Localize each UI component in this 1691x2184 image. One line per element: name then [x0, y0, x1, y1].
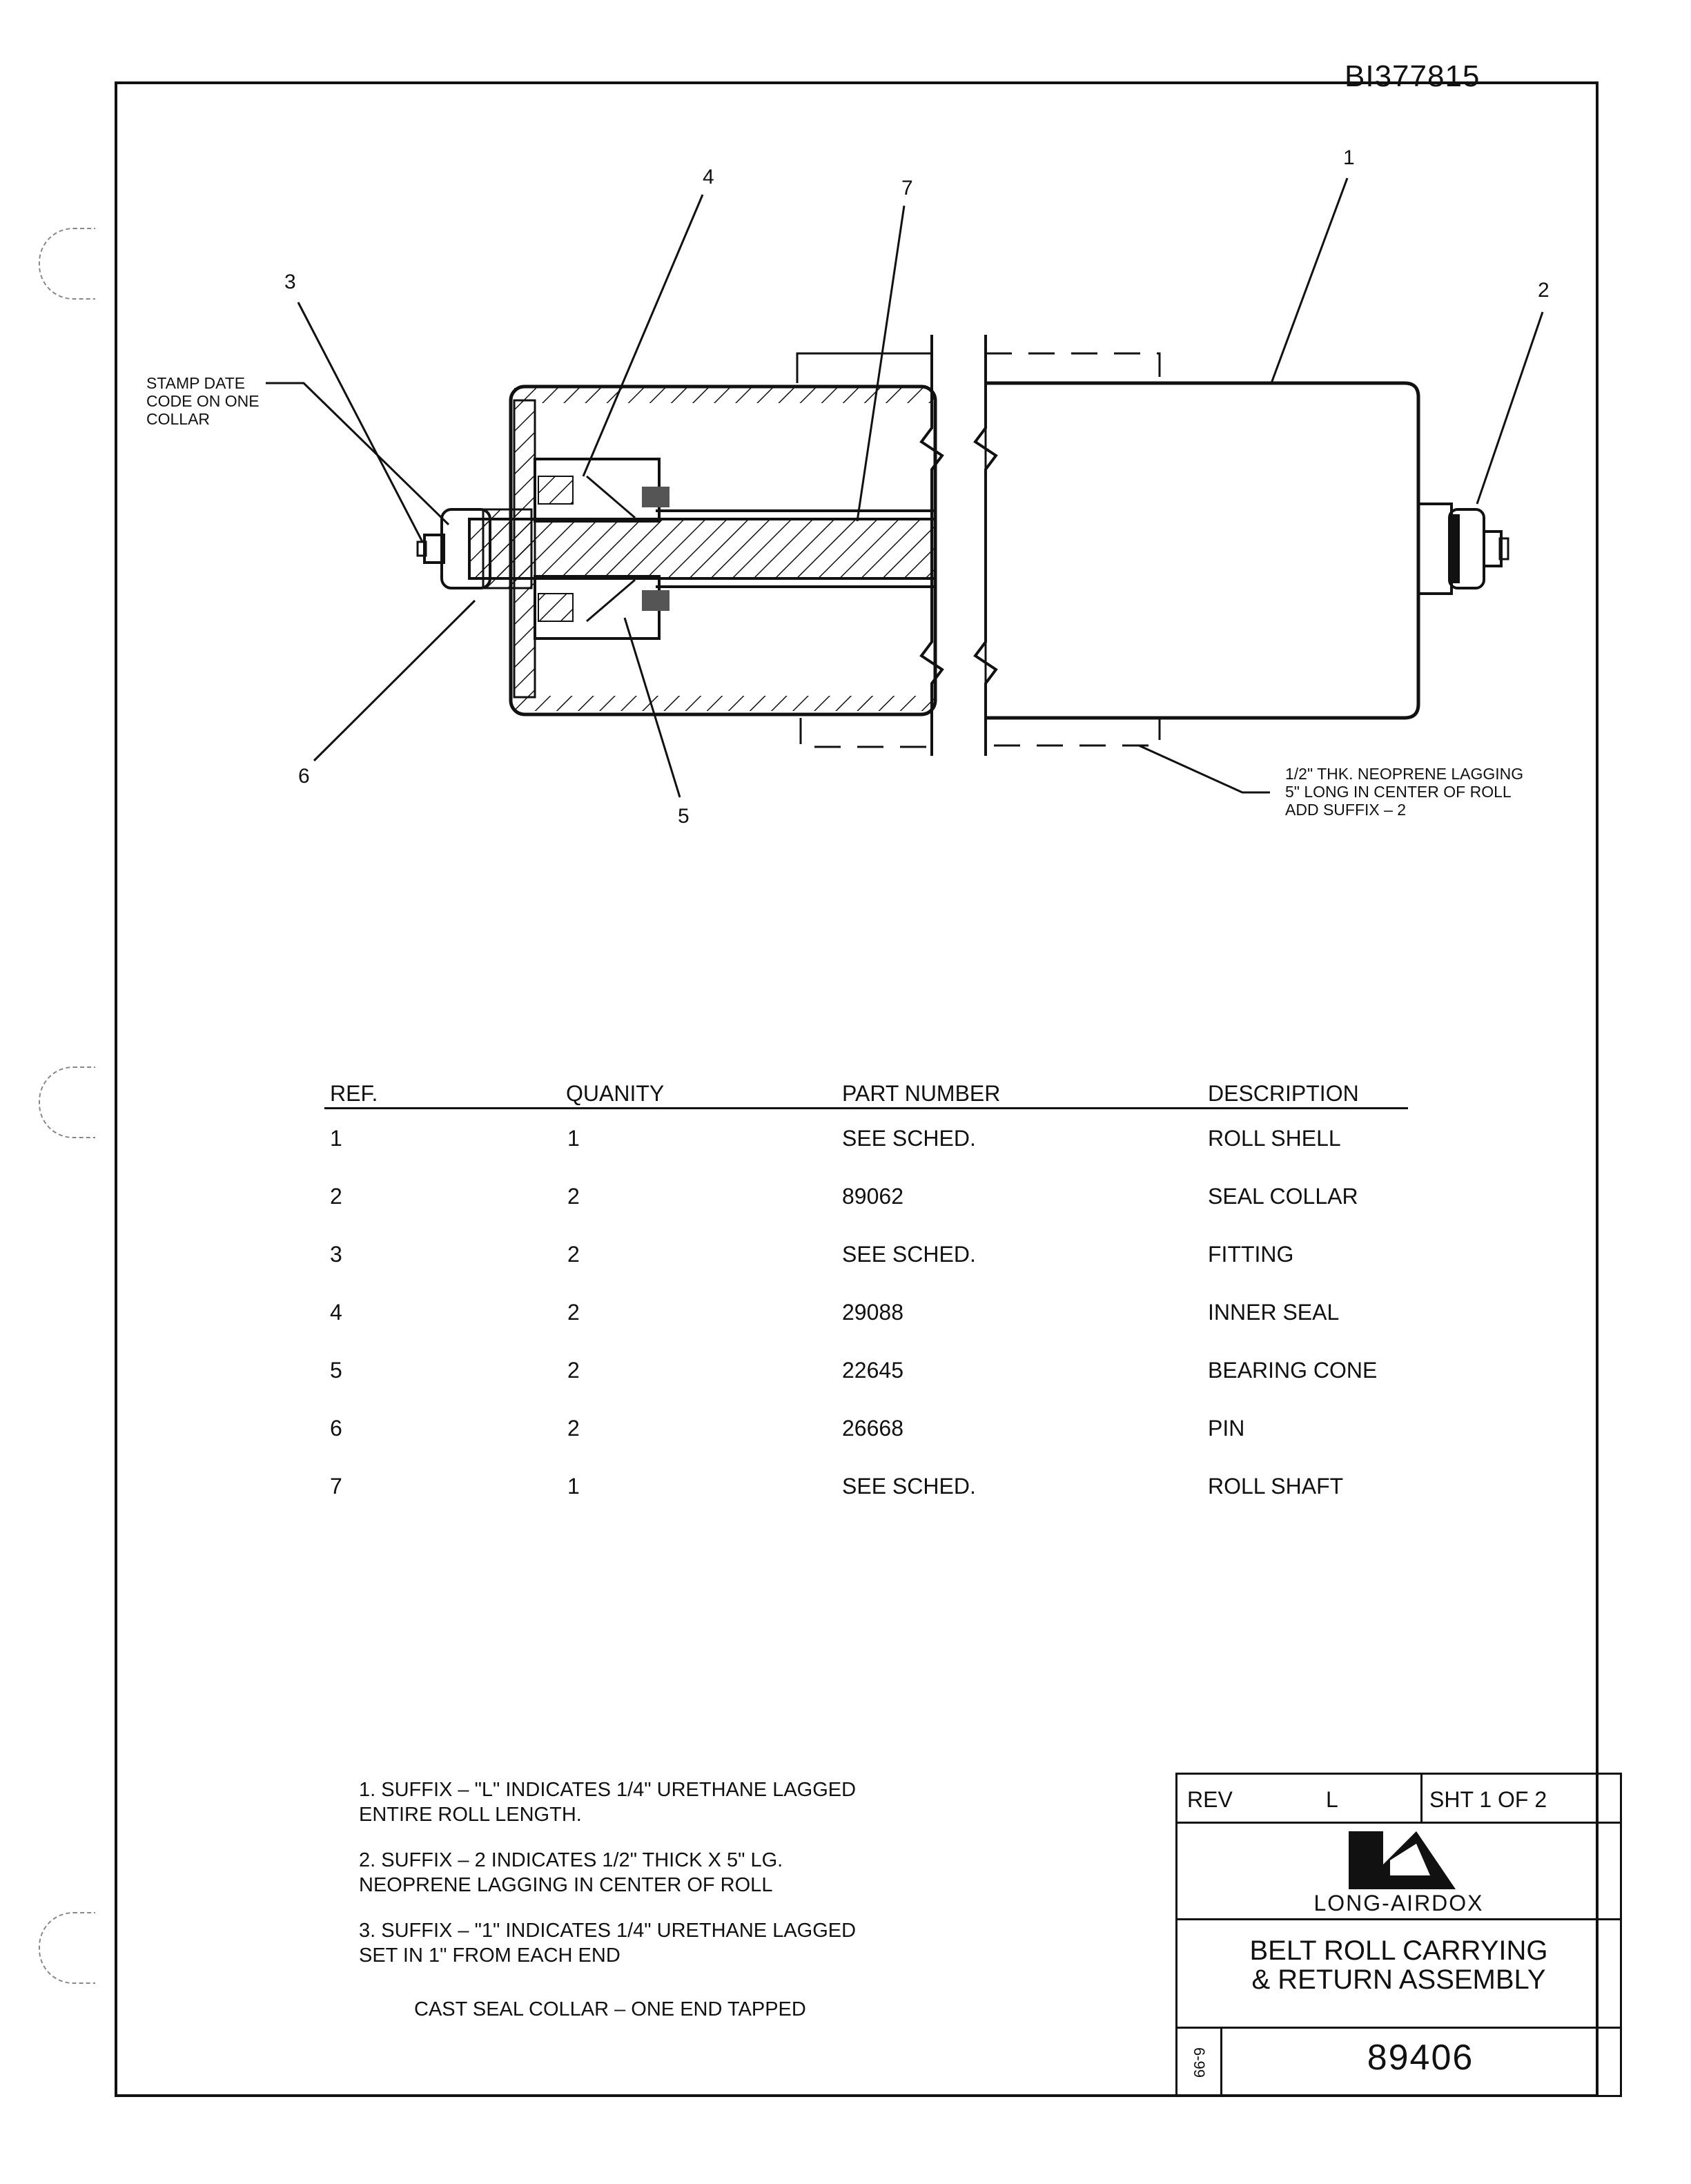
drawing-title: BELT ROLL CARRYING & RETURN ASSEMBLY [1177, 1921, 1620, 2029]
bill-of-materials: REF. QUANITY PART NUMBER DESCRIPTION 1 1… [324, 1077, 1408, 1515]
general-notes: 1. SUFFIX – "L" INDICATES 1/4" URETHANE … [359, 1777, 856, 1989]
bom-part: 26668 [842, 1416, 903, 1441]
bom-desc: ROLL SHELL [1208, 1126, 1341, 1151]
note-3: 3. SUFFIX – "1" INDICATES 1/4" URETHANE … [359, 1920, 857, 1967]
stamp-date-note: STAMP DATE CODE ON ONE COLLAR [146, 374, 260, 428]
callout-5: 5 [678, 805, 690, 828]
sheet-number: SHT 1 OF 2 [1429, 1787, 1547, 1812]
bom-desc: INNER SEAL [1208, 1300, 1340, 1325]
roll-shaft [468, 518, 937, 580]
callout-4: 4 [703, 166, 714, 188]
bom-ref: 4 [330, 1300, 342, 1325]
bom-row: 6 2 26668 PIN [324, 1399, 1408, 1457]
drawing-date: 6-99 [1191, 2047, 1208, 2078]
rev-value: L [1326, 1787, 1338, 1812]
bom-header-description: DESCRIPTION [1208, 1081, 1359, 1106]
cast-seal-note: CAST SEAL COLLAR – ONE END TAPPED [414, 1998, 806, 2020]
note-1: 1. SUFFIX – "L" INDICATES 1/4" URETHANE … [359, 1779, 857, 1826]
bom-qty: 2 [567, 1416, 580, 1441]
binder-hole [39, 228, 95, 300]
bom-part: SEE SCHED. [842, 1126, 976, 1151]
fitting-right [1483, 530, 1503, 567]
bom-qty: 2 [567, 1184, 580, 1209]
callout-6: 6 [298, 765, 310, 788]
bom-part: SEE SCHED. [842, 1474, 976, 1499]
fitting-left [423, 534, 445, 564]
bom-ref: 3 [330, 1242, 342, 1267]
bom-header-part-number: PART NUMBER [842, 1081, 1001, 1106]
bom-ref: 6 [330, 1416, 342, 1441]
lagging-note: 1/2" THK. NEOPRENE LAGGING 5" LONG IN CE… [1285, 765, 1524, 819]
rev-label: REV [1187, 1787, 1233, 1812]
bom-qty: 2 [567, 1242, 580, 1267]
bom-part: 89062 [842, 1184, 903, 1209]
bom-ref: 2 [330, 1184, 342, 1209]
bom-row: 1 1 SEE SCHED. ROLL SHELL [324, 1109, 1408, 1167]
bom-row: 7 1 SEE SCHED. ROLL SHAFT [324, 1457, 1408, 1515]
document-id: BI377815 [1345, 59, 1480, 93]
bom-row: 2 2 89062 SEAL COLLAR [324, 1167, 1408, 1225]
bom-qty: 2 [567, 1358, 580, 1383]
bom-header: REF. QUANITY PART NUMBER DESCRIPTION [324, 1077, 1408, 1109]
bom-desc: ROLL SHAFT [1208, 1474, 1344, 1499]
bom-qty: 1 [567, 1126, 580, 1151]
bom-row: 3 2 SEE SCHED. FITTING [324, 1225, 1408, 1283]
bom-qty: 1 [567, 1474, 580, 1499]
company-logo-area: LONG-AIRDOX [1177, 1822, 1620, 1920]
binder-hole [39, 1066, 95, 1138]
bom-qty: 2 [567, 1300, 580, 1325]
bom-part: SEE SCHED. [842, 1242, 976, 1267]
bom-desc: BEARING CONE [1208, 1358, 1378, 1383]
date-box: 6-99 [1177, 2029, 1222, 2095]
callout-1: 1 [1343, 146, 1355, 169]
bom-ref: 7 [330, 1474, 342, 1499]
seal-collar-right [1417, 503, 1453, 595]
bom-desc: FITTING [1208, 1242, 1294, 1267]
bom-desc: PIN [1208, 1416, 1245, 1441]
roll-shell-right [986, 381, 1420, 720]
bom-part: 22645 [842, 1358, 903, 1383]
bom-part: 29088 [842, 1300, 903, 1325]
bom-desc: SEAL COLLAR [1208, 1184, 1358, 1209]
revision-row: REV L SHT 1 OF 2 [1177, 1775, 1620, 1824]
company-name: LONG-AIRDOX [1313, 1891, 1484, 1915]
bom-ref: 5 [330, 1358, 342, 1383]
callout-3: 3 [284, 271, 296, 293]
binder-hole [39, 1912, 95, 1984]
title-line-2: & RETURN ASSEMBLY [1251, 1964, 1546, 1995]
bom-row: 5 2 22645 BEARING CONE [324, 1341, 1408, 1399]
title-line-1: BELT ROLL CARRYING [1249, 1936, 1548, 1966]
bom-ref: 1 [330, 1126, 342, 1151]
drawing-frame [115, 81, 1599, 2097]
callout-2: 2 [1538, 279, 1550, 302]
bom-header-quantity: QUANITY [566, 1081, 665, 1106]
bom-header-ref: REF. [330, 1081, 378, 1106]
title-block: REV L SHT 1 OF 2 LONG-AIRDOX BELT ROLL C… [1175, 1773, 1622, 2097]
drawing-number: 89406 [1367, 2038, 1474, 2078]
long-airdox-logo-icon [1349, 1831, 1456, 1889]
note-2: 2. SUFFIX – 2 INDICATES 1/2" THICK X 5" … [359, 1849, 783, 1896]
bom-row: 4 2 29088 INNER SEAL [324, 1283, 1408, 1341]
callout-7: 7 [901, 177, 913, 199]
